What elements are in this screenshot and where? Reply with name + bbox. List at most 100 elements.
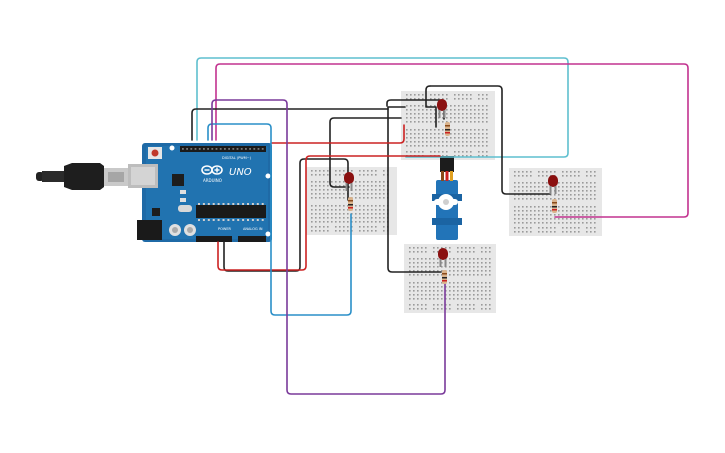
header-pin[interactable]: [215, 148, 218, 150]
header-pin[interactable]: [219, 148, 222, 150]
resistor[interactable]: [552, 199, 557, 213]
breadboard-hole: [530, 206, 532, 208]
led-bottom[interactable]: [438, 248, 448, 267]
wire-cyan[interactable]: [196, 57, 569, 158]
breadboard-hole: [409, 308, 411, 310]
breadboard-hole: [383, 205, 385, 207]
breadboard-hole: [462, 151, 464, 153]
breadboard-hole: [530, 190, 532, 192]
arduino-uno-board[interactable]: DIGITAL (PWM~) UNO ARDUINO POWER ANALOG …: [128, 143, 272, 242]
breadboard-hole: [481, 251, 483, 253]
breadboard-hole: [542, 190, 544, 192]
wire-black[interactable]: [191, 106, 406, 141]
breadboard-hole: [473, 298, 475, 300]
breadboard-hole: [422, 137, 424, 139]
wire-purple[interactable]: [211, 99, 446, 395]
breadboard-hole: [530, 194, 532, 196]
breadboard-hole: [478, 109, 480, 111]
wire-magenta[interactable]: [215, 63, 689, 218]
header-pin[interactable]: [190, 148, 193, 150]
chip-pin: [261, 203, 264, 205]
breadboard-hole: [454, 117, 456, 119]
breadboard-hole: [457, 282, 459, 284]
resistor[interactable]: [348, 197, 353, 211]
breadboard-hole: [486, 151, 488, 153]
breadboard-hole: [526, 210, 528, 212]
breadboard-hole: [474, 137, 476, 139]
breadboard-hole: [359, 213, 361, 215]
breadboard-hole: [414, 98, 416, 100]
breadboard-hole: [430, 113, 432, 115]
header-pin[interactable]: [245, 148, 247, 150]
header-pin[interactable]: [207, 148, 209, 150]
header-pin[interactable]: [194, 148, 197, 150]
breadboard-hole: [461, 308, 463, 310]
usb-cable[interactable]: [36, 163, 128, 190]
resistor[interactable]: [442, 270, 447, 284]
breadboard-hole: [421, 290, 423, 292]
breadboard-hole: [425, 247, 427, 249]
header-pin[interactable]: [232, 148, 235, 150]
breadboard-hole: [458, 129, 460, 131]
breadboard-hole: [474, 145, 476, 147]
breadboard-hole: [363, 213, 365, 215]
breadboard-hole: [478, 98, 480, 100]
breadboard-hole: [441, 270, 443, 272]
breadboard-hole: [542, 206, 544, 208]
header-pin[interactable]: [203, 148, 205, 150]
wire-black[interactable]: [387, 108, 442, 273]
header-pin[interactable]: [261, 148, 264, 150]
led-top[interactable]: [437, 99, 447, 118]
breadboard-hole: [478, 129, 480, 131]
header-pin[interactable]: [211, 148, 214, 150]
breadboard-top[interactable]: [401, 91, 495, 160]
led-left[interactable]: [344, 172, 354, 191]
header-pin[interactable]: [228, 148, 230, 150]
header-pin[interactable]: [236, 148, 239, 150]
resistor[interactable]: [445, 122, 450, 136]
wire-red[interactable]: [271, 124, 405, 144]
breadboard-hole: [446, 117, 448, 119]
header-pin[interactable]: [224, 148, 226, 150]
breadboard-hole: [418, 113, 420, 115]
header-pin[interactable]: [249, 148, 251, 150]
breadboard-hole: [437, 294, 439, 296]
header-pin[interactable]: [240, 148, 243, 150]
wire-black[interactable]: [329, 117, 402, 188]
header-pin[interactable]: [257, 148, 260, 150]
breadboard-hole: [425, 286, 427, 288]
breadboard-hole: [485, 251, 487, 253]
breadboard-hole: [430, 109, 432, 111]
breadboard-hole: [485, 290, 487, 292]
breadboard-hole: [315, 189, 317, 191]
servo-motor[interactable]: [432, 156, 462, 240]
breadboard-hole: [453, 270, 455, 272]
wire-black[interactable]: [425, 85, 437, 128]
wire-black[interactable]: [429, 85, 551, 195]
header-pin[interactable]: [198, 148, 201, 150]
breadboard-hole: [534, 222, 536, 224]
led-right[interactable]: [548, 175, 558, 194]
breadboard-hole: [514, 186, 516, 188]
wire-blue[interactable]: [207, 123, 352, 316]
breadboard-hole: [406, 151, 408, 153]
breadboard-bottom[interactable]: [404, 244, 496, 313]
breadboard-hole: [327, 205, 329, 207]
breadboard-hole: [518, 214, 520, 216]
chip-pin: [237, 219, 240, 221]
breadboard-hole: [437, 308, 439, 310]
breadboard-hole: [518, 210, 520, 212]
breadboard-hole: [335, 185, 337, 187]
breadboard-hole: [481, 308, 483, 310]
header-pin[interactable]: [182, 148, 184, 150]
power-header[interactable]: [196, 236, 232, 242]
digital-header[interactable]: [180, 146, 266, 152]
breadboard-hole: [522, 214, 524, 216]
header-pin[interactable]: [253, 148, 256, 150]
analog-header[interactable]: [238, 236, 266, 242]
breadboard-hole: [570, 190, 572, 192]
header-pin[interactable]: [186, 148, 188, 150]
breadboard-hole: [461, 251, 463, 253]
wire-red[interactable]: [217, 155, 441, 271]
breadboard-hole: [546, 218, 548, 220]
